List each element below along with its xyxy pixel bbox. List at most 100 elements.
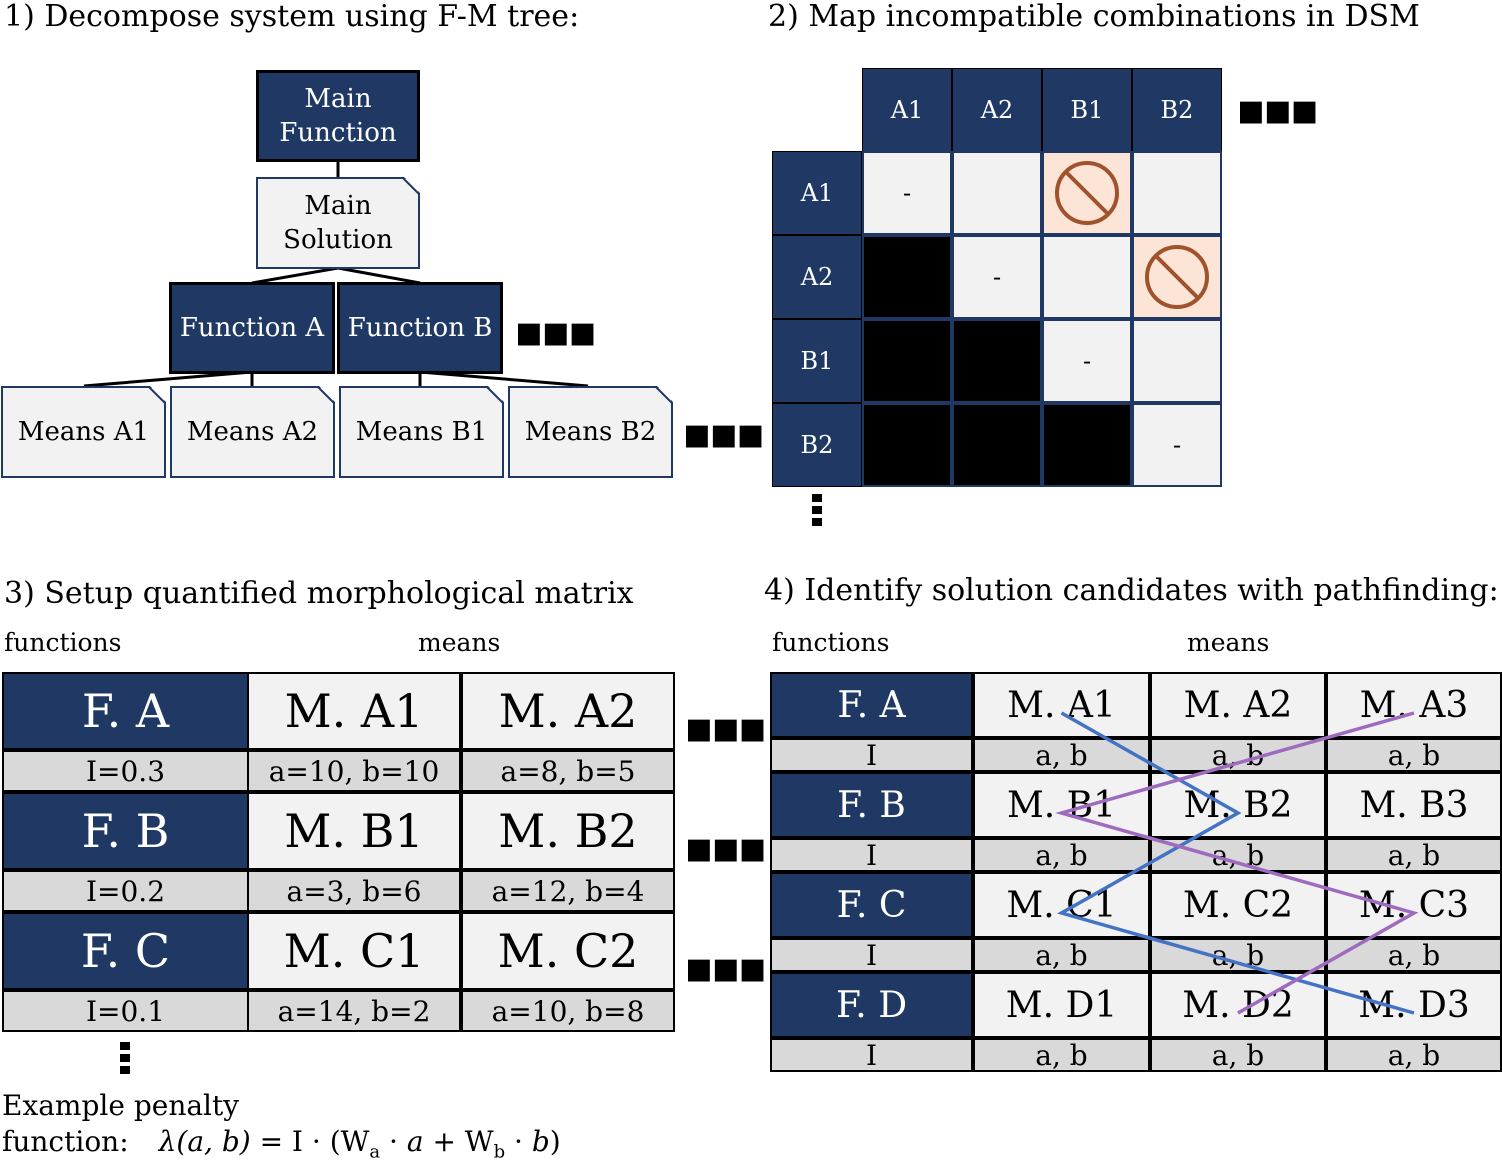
ellipsis-means: ▪▪▪ bbox=[682, 408, 765, 459]
morph-function-cell: F. A bbox=[2, 672, 249, 750]
morph-means-cell: M. A1 bbox=[247, 672, 461, 750]
path-functions-label: functions bbox=[772, 628, 890, 657]
means-a1-box: Means A1 bbox=[1, 386, 166, 478]
function-a-box: Function A bbox=[169, 282, 335, 374]
path-means-cell: M. B2 bbox=[1150, 772, 1326, 838]
dsm-cell-lower bbox=[862, 403, 952, 487]
morph-means-cell: M. B1 bbox=[247, 792, 461, 870]
formula-sub-b: b bbox=[493, 1141, 506, 1163]
section2-heading: 2) Map incompatible combinations in DSM bbox=[768, 0, 1420, 34]
ellipsis-row-a: ▪▪▪ bbox=[684, 702, 767, 753]
dsm-cell-diagonal: - bbox=[952, 235, 1042, 319]
formula-eq: = I · (W bbox=[250, 1125, 370, 1158]
morph-value-cell: a=12, b=4 bbox=[461, 870, 675, 912]
dsm-cell-incompatible bbox=[1132, 235, 1222, 319]
path-value-cell: a, b bbox=[1150, 838, 1326, 872]
formula-b: b bbox=[531, 1125, 550, 1158]
path-means-cell: M. D3 bbox=[1326, 972, 1502, 1038]
ellipsis-dsm-columns: ▪▪▪ bbox=[1236, 84, 1319, 135]
section1-heading: 1) Decompose system using F-M tree: bbox=[4, 0, 580, 34]
formula-close: ) bbox=[549, 1125, 561, 1158]
path-value-cell: a, b bbox=[973, 938, 1150, 972]
path-value-cell: a, b bbox=[973, 1038, 1150, 1072]
path-value-cell: a, b bbox=[1150, 738, 1326, 772]
morph-value-cell: a=10, b=8 bbox=[461, 990, 675, 1032]
penalty-prefix: function: bbox=[2, 1125, 129, 1158]
morph-value-cell: a=14, b=2 bbox=[247, 990, 461, 1032]
formula-mid2: · bbox=[505, 1125, 532, 1158]
ellipsis-dsm-rows bbox=[812, 494, 822, 530]
formula-lambda: λ bbox=[158, 1125, 177, 1158]
morph-importance-cell: I=0.2 bbox=[2, 870, 249, 912]
path-importance-cell: I bbox=[770, 938, 973, 972]
path-value-cell: a, b bbox=[1326, 1038, 1502, 1072]
dsm-cell-lower bbox=[1042, 403, 1132, 487]
main-function-line1: Main bbox=[304, 84, 372, 114]
means-b1-box: Means B1 bbox=[339, 386, 504, 478]
path-value-cell: a, b bbox=[1326, 838, 1502, 872]
path-value-cell: a, b bbox=[973, 738, 1150, 772]
section3-heading: 3) Setup quantified morphological matrix bbox=[4, 576, 634, 611]
prohibited-icon bbox=[1145, 245, 1209, 309]
dsm-cell-diagonal: - bbox=[1042, 319, 1132, 403]
path-importance-cell: I bbox=[770, 738, 973, 772]
morph-value-cell: a=3, b=6 bbox=[247, 870, 461, 912]
path-value-cell: a, b bbox=[1150, 938, 1326, 972]
ellipsis-row-b: ▪▪▪ bbox=[684, 822, 767, 873]
path-function-cell: F. A bbox=[770, 672, 973, 738]
path-function-cell: F. B bbox=[770, 772, 973, 838]
morph-function-cell: F. C bbox=[2, 912, 249, 990]
dsm-cell-empty bbox=[1132, 151, 1222, 235]
dsm-cell-empty bbox=[952, 151, 1042, 235]
dsm-cell-incompatible bbox=[1042, 151, 1132, 235]
fm-tree-connectors bbox=[83, 160, 589, 388]
path-means-cell: M. D1 bbox=[973, 972, 1150, 1038]
path-value-cell: a, b bbox=[1150, 1038, 1326, 1072]
dsm-cell-lower bbox=[952, 319, 1042, 403]
dsm-col-header-b2: B2 bbox=[1132, 68, 1222, 152]
dsm-row-header-a2: A2 bbox=[772, 235, 862, 319]
ellipsis-functions: ▪▪▪ bbox=[514, 306, 597, 357]
dsm-col-header-a1: A1 bbox=[862, 68, 952, 152]
morph-importance-cell: I=0.1 bbox=[2, 990, 249, 1032]
morph-value-cell: a=10, b=10 bbox=[247, 750, 461, 792]
penalty-formula: function:λ(a, b) = I · (Wa · a + Wb · b) bbox=[2, 1124, 561, 1171]
dsm-row-header-b1: B1 bbox=[772, 319, 862, 403]
morph-means-cell: M. A2 bbox=[461, 672, 675, 750]
penalty-title: Example penalty bbox=[2, 1089, 240, 1122]
dsm-cell-lower bbox=[862, 319, 952, 403]
path-means-cell: M. D2 bbox=[1150, 972, 1326, 1038]
dsm-cell-lower bbox=[862, 235, 952, 319]
formula-plus: + W bbox=[423, 1125, 494, 1158]
path-means-cell: M. B3 bbox=[1326, 772, 1502, 838]
path-function-cell: F. C bbox=[770, 872, 973, 938]
dsm-row-header-a1: A1 bbox=[772, 151, 862, 235]
function-b-box: Function B bbox=[337, 282, 503, 374]
path-value-cell: a, b bbox=[1326, 938, 1502, 972]
morph-value-cell: a=8, b=5 bbox=[461, 750, 675, 792]
path-means-cell: M. A1 bbox=[973, 672, 1150, 738]
path-value-cell: a, b bbox=[1326, 738, 1502, 772]
path-importance-cell: I bbox=[770, 838, 973, 872]
formula-args: (a, b) bbox=[176, 1125, 251, 1158]
path-importance-cell: I bbox=[770, 1038, 973, 1072]
ellipsis-morph-rows bbox=[120, 1042, 130, 1078]
dsm-cell-empty bbox=[1132, 319, 1222, 403]
ellipsis-row-c: ▪▪▪ bbox=[684, 942, 767, 993]
path-means-cell: M. B1 bbox=[973, 772, 1150, 838]
path-means-cell: M. A3 bbox=[1326, 672, 1502, 738]
formula-mid: · bbox=[380, 1125, 407, 1158]
formula-sub-a: a bbox=[369, 1141, 381, 1163]
section4-heading: 4) Identify solution candidates with pat… bbox=[764, 573, 1499, 608]
main-solution-line2: Solution bbox=[283, 225, 393, 255]
means-b2-box: Means B2 bbox=[508, 386, 673, 478]
path-value-cell: a, b bbox=[973, 838, 1150, 872]
means-a2-box: Means A2 bbox=[170, 386, 335, 478]
prohibited-icon bbox=[1055, 161, 1119, 225]
dsm-row-header-b2: B2 bbox=[772, 403, 862, 487]
main-solution-line1: Main bbox=[304, 191, 372, 221]
path-means-cell: M. C1 bbox=[973, 872, 1150, 938]
morph-means-label: means bbox=[418, 628, 501, 657]
